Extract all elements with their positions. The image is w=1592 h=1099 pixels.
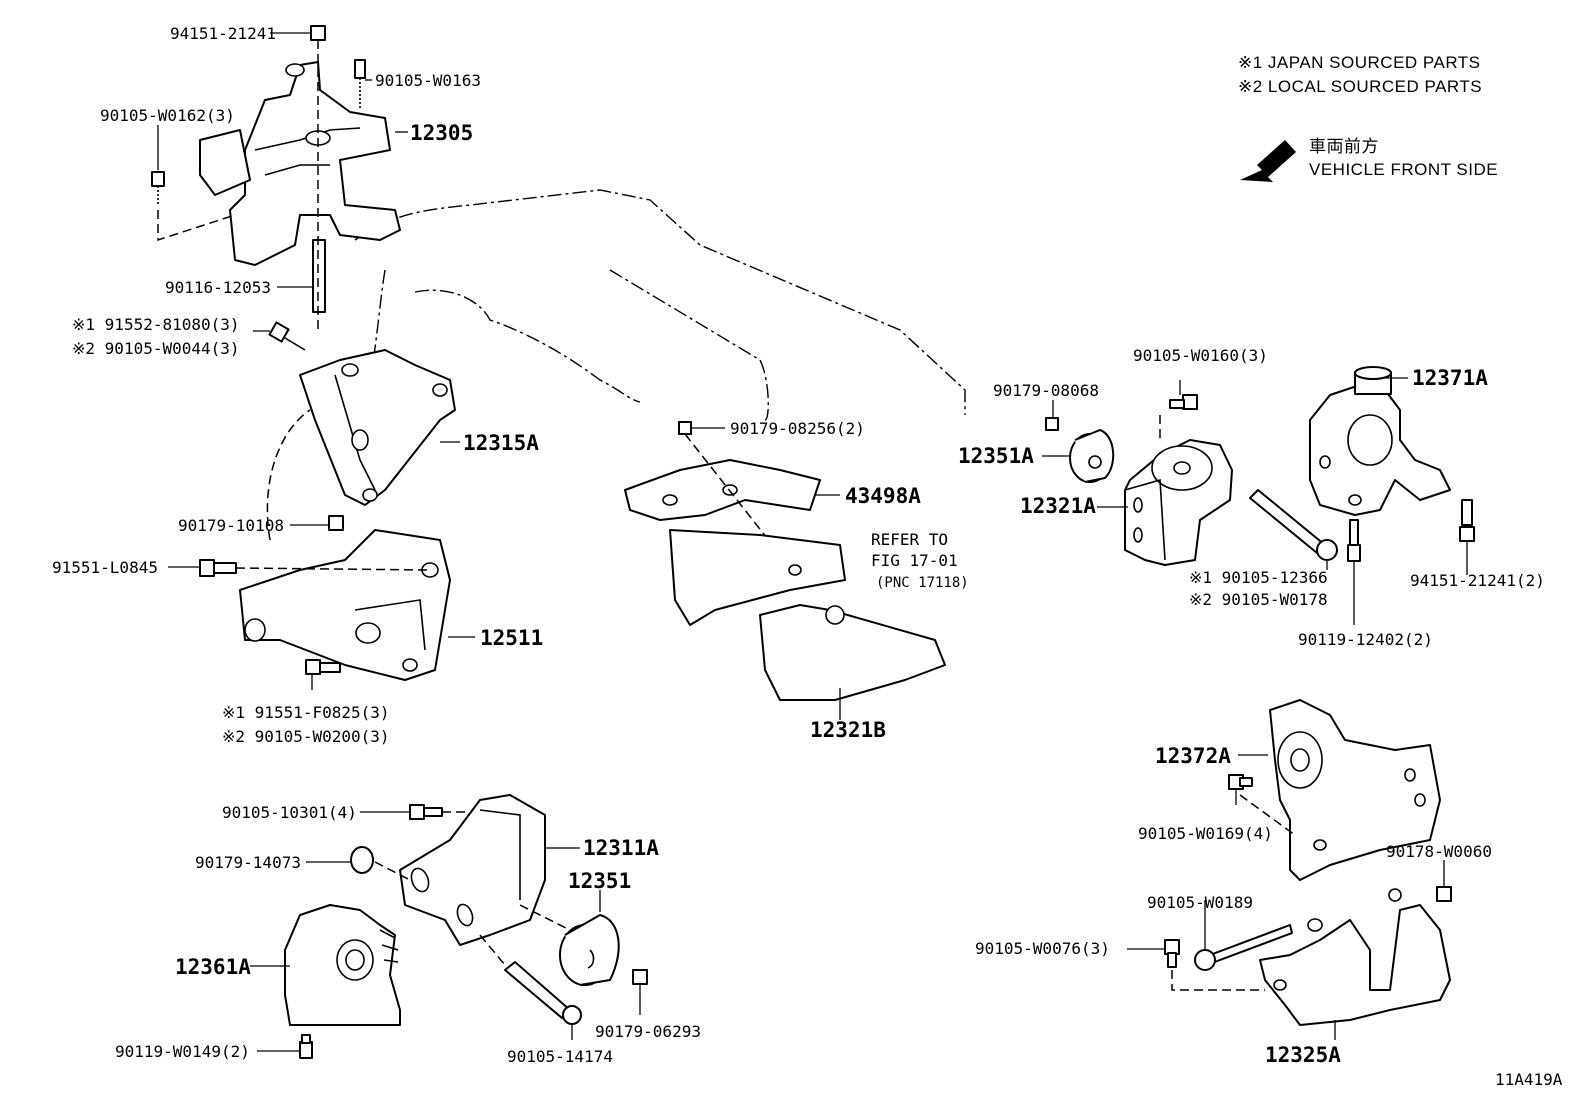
bolt-90105-W0163[interactable] (354, 59, 366, 108)
part-12315A-bracket[interactable] (299, 349, 456, 506)
label-90105-W0189: 90105-W0189 (1147, 893, 1253, 912)
part-12372A-mount[interactable] (1269, 699, 1441, 881)
label-12321B: 12321B (810, 718, 886, 742)
label-12325A: 12325A (1265, 1043, 1341, 1067)
label-90116-12053: 90116-12053 (165, 278, 271, 297)
part-labels: 94151-21241 90105-W0163 90105-W0162(3) 1… (52, 24, 1545, 1067)
label-94151-21241-right: 94151-21241(2) (1410, 571, 1545, 590)
label-12511: 12511 (480, 626, 543, 650)
stud-90116-12053[interactable] (312, 239, 326, 313)
vehicle-front-label-en: VEHICLE FRONT SIDE (1309, 160, 1498, 179)
bolt-90105-14174[interactable] (504, 961, 582, 1025)
part-12511-bracket[interactable] (239, 529, 451, 681)
label-90178-W0060: 90178-W0060 (1386, 842, 1492, 861)
part-12311A-bracket[interactable] (399, 794, 546, 946)
bolt-90119-12402[interactable] (1347, 519, 1361, 562)
dash-line (1171, 970, 1265, 991)
label-12372A: 12372A (1155, 744, 1231, 768)
label-90105-W0044: ※2 90105-W0044(3) (72, 339, 240, 358)
bolt-90119-W0149[interactable] (299, 1034, 313, 1059)
label-12351: 12351 (568, 869, 631, 893)
label-12371A: 12371A (1412, 366, 1488, 390)
label-12311A: 12311A (583, 836, 659, 860)
bolt-91552-81080[interactable] (268, 321, 306, 351)
part-12371A-mount[interactable] (1309, 366, 1451, 516)
label-90105-W0178: ※2 90105-W0178 (1189, 590, 1328, 609)
label-90105-W0160: 90105-W0160(3) (1133, 346, 1268, 365)
label-91552-81080: ※1 91552-81080(3) (72, 315, 240, 334)
label-90105-12366: ※1 90105-12366 (1189, 568, 1328, 587)
label-90105-W0076: 90105-W0076(3) (975, 939, 1110, 958)
label-12351A: 12351A (958, 444, 1034, 468)
dash-line (479, 934, 506, 966)
bolt-90105-W0169[interactable] (1228, 774, 1253, 790)
refer-to-line2: FIG 17-01 (871, 551, 958, 570)
legend-local-sourced: ※2 LOCAL SOURCED PARTS (1238, 77, 1482, 96)
part-43498A-cover[interactable] (624, 459, 821, 521)
nut-90179-08068[interactable] (1045, 417, 1059, 431)
refer-to-line3: (PNC 17118) (876, 575, 969, 591)
label-90105-14174: 90105-14174 (507, 1047, 613, 1066)
bushing-12351[interactable] (559, 914, 620, 986)
dash-line (519, 904, 571, 931)
label-90105-W0162: 90105-W0162(3) (100, 106, 235, 125)
label-90105-W0163: 90105-W0163 (375, 71, 481, 90)
dash-line (266, 409, 311, 541)
label-90179-10108: 90179-10108 (178, 516, 284, 535)
label-12321A: 12321A (1020, 494, 1096, 518)
part-12305-upper-mount[interactable] (199, 61, 401, 266)
nut-90179-14073[interactable] (350, 846, 374, 874)
label-90105-10301: 90105-10301(4) (222, 803, 357, 822)
bolt-90105-W0076[interactable] (1164, 939, 1180, 968)
nut-90179-10108[interactable] (328, 515, 344, 531)
bolt-91551-L0845[interactable] (199, 559, 237, 577)
label-90105-W0200: ※2 90105-W0200(3) (222, 727, 390, 746)
dash-line (374, 861, 411, 881)
bolt-90105-W0160[interactable] (1169, 394, 1198, 410)
legend-japan-sourced: ※1 JAPAN SOURCED PARTS (1238, 53, 1481, 72)
nut-90179-08256[interactable] (678, 421, 692, 435)
label-90179-06293: 90179-06293 (595, 1022, 701, 1041)
refer-to-line1: REFER TO (871, 530, 948, 549)
label-12361A: 12361A (175, 955, 251, 979)
bolt-91551-F0825[interactable] (305, 659, 341, 675)
label-12315A: 12315A (463, 431, 539, 455)
dash-line (235, 567, 431, 571)
bolt-90105-10301[interactable] (409, 804, 443, 820)
part-12321A-bracket[interactable] (1124, 439, 1233, 566)
dash-line (157, 210, 236, 242)
legend: ※1 JAPAN SOURCED PARTS ※2 LOCAL SOURCED … (1238, 53, 1482, 96)
label-12305: 12305 (410, 121, 473, 145)
label-90179-14073: 90179-14073 (195, 853, 301, 872)
label-90119-W0149: 90119-W0149(2) (115, 1042, 250, 1061)
label-91551-L0845: 91551-L0845 (52, 558, 158, 577)
dash-line (1239, 794, 1296, 836)
vehicle-front-label-jp: 車両前方 (1309, 137, 1379, 156)
diagram-id: 11A419A (1495, 1070, 1563, 1089)
part-12325A-bracket[interactable] (1259, 888, 1451, 1026)
label-90179-08068: 90179-08068 (993, 381, 1099, 400)
vehicle-front-arrow-icon (1240, 140, 1296, 182)
nut-94151-21241[interactable] (310, 25, 326, 41)
nut-90179-06293[interactable] (632, 969, 648, 985)
nut-94151-21241-right[interactable] (1459, 499, 1475, 542)
vehicle-front-indicator: 車両前方 VEHICLE FRONT SIDE (1240, 137, 1498, 182)
label-94151-21241: 94151-21241 (170, 24, 276, 43)
leader-lines (157, 32, 1468, 1052)
bolt-90105-W0162[interactable] (151, 171, 165, 205)
nut-90178-W0060[interactable] (1436, 886, 1452, 902)
part-12361A-mount[interactable] (284, 904, 401, 1026)
bushing-12351A[interactable] (1069, 429, 1115, 483)
part-12321B-bracket[interactable] (669, 529, 946, 701)
bolt-90105-W0189[interactable] (1194, 924, 1293, 971)
label-90105-W0169: 90105-W0169(4) (1138, 824, 1273, 843)
label-90179-08256: 90179-08256(2) (730, 419, 865, 438)
bolt-90105-12366[interactable] (1249, 489, 1338, 561)
label-43498A: 43498A (845, 484, 921, 508)
label-90119-12402: 90119-12402(2) (1298, 630, 1433, 649)
label-91551-F0825: ※1 91551-F0825(3) (222, 703, 390, 722)
